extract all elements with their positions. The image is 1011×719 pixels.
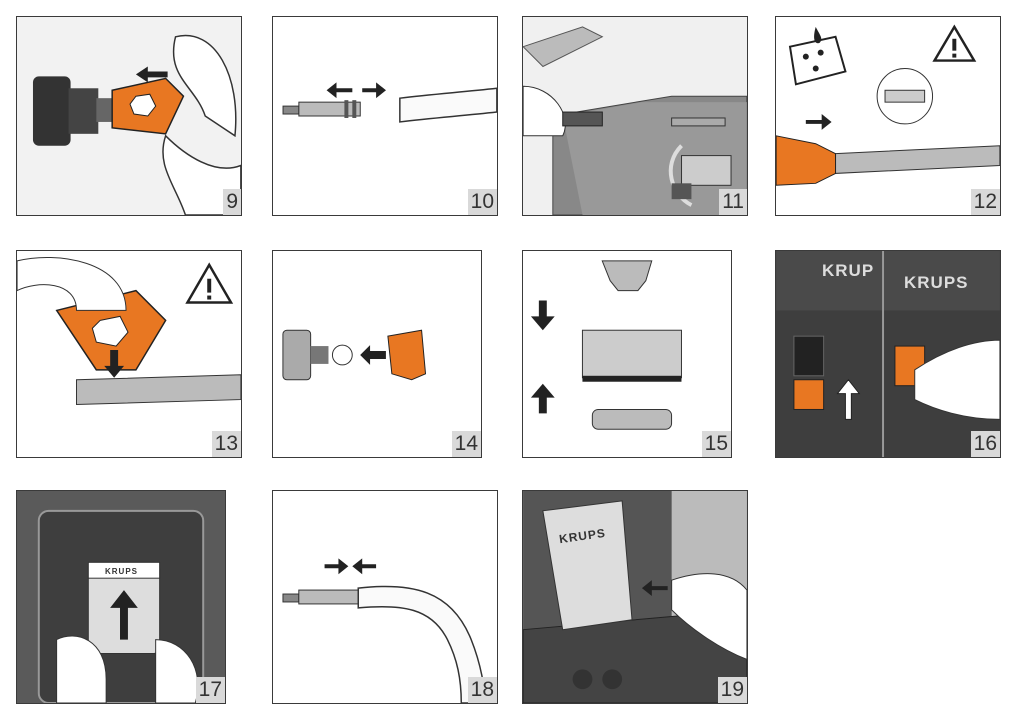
step-9-panel: 9 (16, 16, 242, 216)
step-14-illustration (273, 251, 481, 457)
arrow-icon (531, 384, 555, 414)
orange-tool (776, 136, 835, 186)
arrow-icon (531, 301, 555, 331)
step-number: 10 (468, 189, 497, 215)
step-number: 11 (719, 189, 747, 215)
step-number: 14 (452, 431, 481, 457)
step-15-panel: 15 (522, 250, 732, 458)
tube-connector (77, 375, 241, 405)
hand-icon (17, 257, 126, 310)
tube-connector (836, 146, 1000, 174)
brand-logo: KRUP (822, 261, 874, 281)
step-14-panel: 14 (272, 250, 482, 458)
step-11-panel: 11 (522, 16, 748, 216)
step-12-panel: 12 (775, 16, 1001, 216)
milk-tube (358, 586, 485, 703)
step-number: 16 (971, 431, 1000, 457)
step-18-panel: 18 (272, 490, 498, 704)
step-18-illustration (273, 491, 497, 703)
main-part (582, 330, 681, 378)
step-number: 19 (718, 677, 747, 703)
step-number: 17 (196, 677, 225, 703)
arrow-icon (806, 114, 832, 130)
nozzle-body (33, 76, 71, 145)
step-number: 9 (223, 189, 241, 215)
arrow-icon (352, 558, 376, 574)
step-17-panel: KRUPS 17 (16, 490, 226, 704)
milk-tube (400, 88, 497, 122)
base-part (592, 409, 671, 429)
step-10-illustration (273, 17, 497, 215)
step-10-panel: 10 (272, 16, 498, 216)
step-17-illustration (17, 491, 225, 703)
hand-icon (915, 340, 1000, 419)
step-19-illustration (523, 491, 747, 703)
arrow-icon (327, 82, 353, 98)
step-number: 18 (468, 677, 497, 703)
tube-connector (299, 590, 360, 604)
brand-logo: KRUPS (105, 567, 138, 576)
orange-tool (794, 380, 824, 410)
brand-logo: KRUPS (904, 273, 969, 293)
arrow-icon (325, 558, 349, 574)
step-9-illustration (17, 17, 241, 215)
step-11-illustration (523, 17, 747, 215)
nozzle-neck (69, 88, 99, 134)
step-12-illustration (776, 17, 1000, 215)
wet-sponge-icon (790, 37, 845, 85)
orange-tool (388, 330, 426, 380)
faucet (523, 27, 602, 67)
arrow-icon (362, 82, 386, 98)
hand-icon (174, 36, 236, 136)
step-16-panel: KRUP KRUPS 16 (775, 250, 1001, 458)
knob (283, 330, 311, 380)
step-13-panel: 13 (16, 250, 242, 458)
step-13-illustration (17, 251, 241, 457)
step-number: 15 (702, 431, 731, 457)
step-19-panel: KRUPS 19 (522, 490, 748, 704)
tube-connector (299, 102, 360, 116)
step-number: 13 (212, 431, 241, 457)
step-number: 12 (971, 189, 1000, 215)
hand-icon (523, 86, 565, 136)
cap-part (602, 261, 652, 291)
arrow-icon (360, 345, 386, 365)
step-15-illustration (523, 251, 731, 457)
